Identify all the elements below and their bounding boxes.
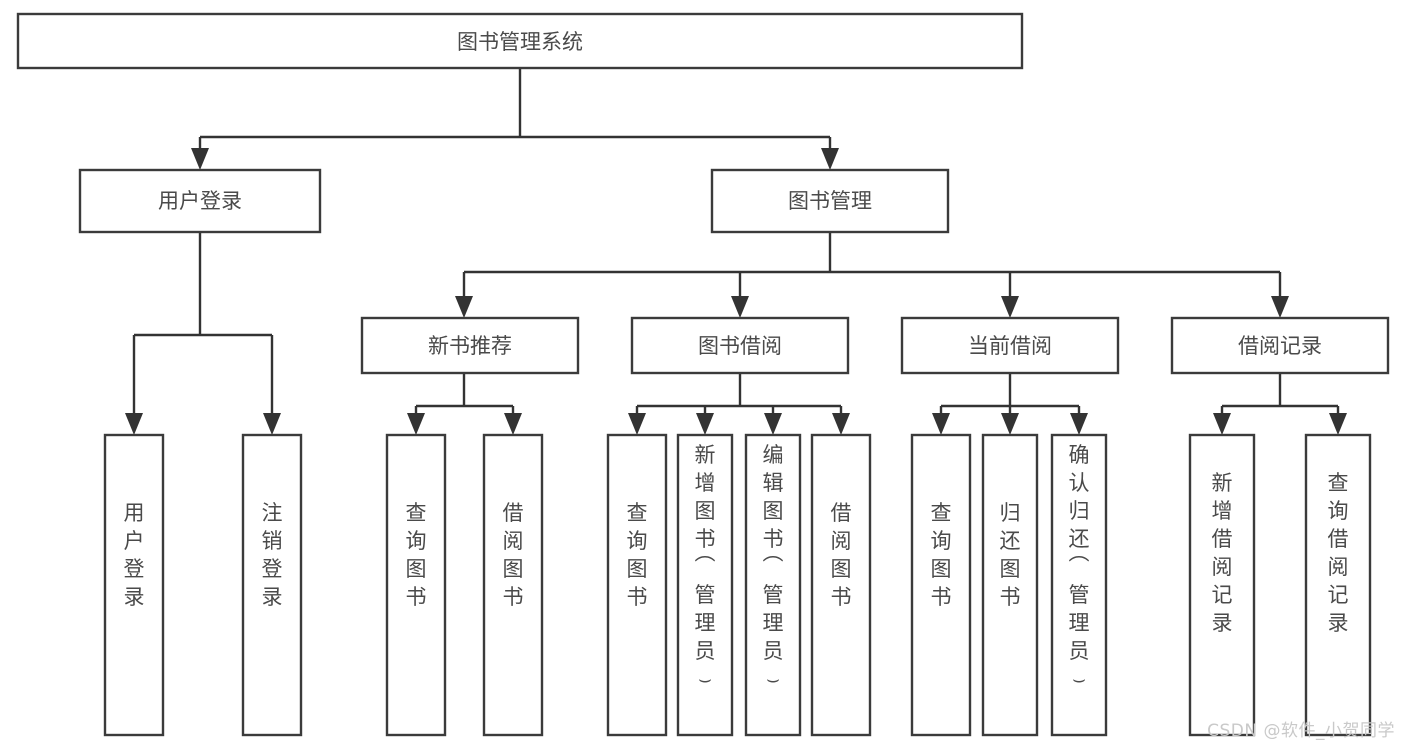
- connector-group-book-management: [455, 232, 1289, 318]
- arrow-head-leaf-query-record: [1329, 413, 1347, 435]
- node-leaf-add-book[interactable]: 新增图书⌒管理员⌣: [676, 433, 734, 737]
- node-leaf-query-record-box[interactable]: [1304, 433, 1372, 737]
- node-borrow-record-label: 借阅记录: [1238, 334, 1322, 358]
- node-leaf-query-book-3-label: 查询图书: [931, 501, 952, 609]
- arrow-head-leaf-edit-book: [764, 413, 782, 435]
- node-leaf-query-book-3[interactable]: 查询图书: [910, 433, 972, 737]
- node-leaf-logout-login-label: 注销登录: [262, 501, 283, 609]
- node-leaf-return-book[interactable]: 归还图书: [981, 433, 1039, 737]
- arrow-head-current-borrow: [1001, 296, 1019, 318]
- node-current-borrow-box[interactable]: [900, 316, 1120, 375]
- node-leaf-edit-book-label: 编辑图书⌒管理员⌣: [763, 443, 784, 691]
- node-borrow-record-box[interactable]: [1170, 316, 1390, 375]
- node-leaf-add-record[interactable]: 新增借阅记录: [1188, 433, 1256, 737]
- node-leaf-query-book-2-label: 查询图书: [627, 501, 648, 609]
- node-leaf-borrow-book-1[interactable]: 借阅图书: [482, 433, 544, 737]
- node-leaf-return-book-label: 归还图书: [1000, 501, 1021, 609]
- node-current-borrow[interactable]: 当前借阅: [900, 316, 1120, 375]
- connector-group-user-login: [125, 232, 281, 435]
- node-leaf-add-record-label: 新增借阅记录: [1212, 471, 1233, 635]
- node-leaf-user-login[interactable]: 用户登录: [103, 433, 165, 737]
- arrow-head-book-borrow: [731, 296, 749, 318]
- node-borrow-record[interactable]: 借阅记录: [1170, 316, 1390, 375]
- node-book-management[interactable]: 图书管理: [710, 168, 950, 234]
- arrow-head-leaf-query-book-3: [932, 413, 950, 435]
- arrow-head-book-management: [821, 148, 839, 170]
- node-leaf-query-book-2[interactable]: 查询图书: [606, 433, 668, 737]
- connector-group-current-borrow: [932, 373, 1088, 435]
- arrow-head-leaf-query-book-2: [628, 413, 646, 435]
- node-book-borrow-label: 图书借阅: [698, 334, 782, 358]
- arrow-head-leaf-query-book-1: [407, 413, 425, 435]
- node-leaf-query-book-1-label: 查询图书: [406, 501, 427, 609]
- node-user-login[interactable]: 用户登录: [78, 168, 322, 234]
- arrow-head-new-book-recommend: [455, 296, 473, 318]
- node-leaf-query-book-1[interactable]: 查询图书: [385, 433, 447, 737]
- node-user-login-box[interactable]: [78, 168, 322, 234]
- node-leaf-query-book-3-box[interactable]: [910, 433, 972, 737]
- arrow-head-leaf-borrow-book-2: [832, 413, 850, 435]
- node-leaf-add-record-box[interactable]: [1188, 433, 1256, 737]
- node-leaf-return-book-box[interactable]: [981, 433, 1039, 737]
- connector-group-new-book-recommend: [407, 373, 522, 435]
- node-root-box[interactable]: [16, 12, 1024, 70]
- connector-group-borrow-record: [1213, 373, 1347, 435]
- arrow-head-leaf-add-book: [696, 413, 714, 435]
- node-leaf-user-login-label: 用户登录: [124, 501, 145, 609]
- node-leaf-borrow-book-2-label: 借阅图书: [831, 501, 852, 609]
- node-user-login-label: 用户登录: [158, 189, 242, 213]
- arrow-head-user-login: [191, 148, 209, 170]
- node-leaf-add-book-label: 新增图书⌒管理员⌣: [695, 443, 716, 691]
- node-leaf-borrow-book-1-box[interactable]: [482, 433, 544, 737]
- node-leaf-edit-book[interactable]: 编辑图书⌒管理员⌣: [744, 433, 802, 737]
- node-book-management-box[interactable]: [710, 168, 950, 234]
- connector-group-root: [191, 68, 839, 170]
- arrow-head-leaf-borrow-book-1: [504, 413, 522, 435]
- node-leaf-logout-login-box[interactable]: [241, 433, 303, 737]
- node-root[interactable]: 图书管理系统: [16, 12, 1024, 70]
- node-leaf-confirm-return-label: 确认归还⌒管理员⌣: [1069, 443, 1090, 691]
- arrow-head-leaf-return-book: [1001, 413, 1019, 435]
- node-leaf-add-book-box[interactable]: [676, 433, 734, 737]
- node-leaf-borrow-book-2-box[interactable]: [810, 433, 872, 737]
- node-leaf-confirm-return[interactable]: 确认归还⌒管理员⌣: [1050, 433, 1108, 737]
- arrow-head-borrow-record: [1271, 296, 1289, 318]
- node-book-borrow[interactable]: 图书借阅: [630, 316, 850, 375]
- node-leaf-query-record[interactable]: 查询借阅记录: [1304, 433, 1372, 737]
- node-new-book-recommend-label: 新书推荐: [428, 334, 512, 358]
- node-new-book-recommend-box[interactable]: [360, 316, 580, 375]
- arrow-head-leaf-confirm-return: [1070, 413, 1088, 435]
- arrow-head-leaf-user-login: [125, 413, 143, 435]
- node-leaf-query-book-1-box[interactable]: [385, 433, 447, 737]
- arrow-head-leaf-add-record: [1213, 413, 1231, 435]
- node-book-management-label: 图书管理: [788, 189, 872, 213]
- node-leaf-edit-book-box[interactable]: [744, 433, 802, 737]
- node-book-borrow-box[interactable]: [630, 316, 850, 375]
- node-leaf-user-login-box[interactable]: [103, 433, 165, 737]
- node-leaf-borrow-book-2[interactable]: 借阅图书: [810, 433, 872, 737]
- node-leaf-query-record-label: 查询借阅记录: [1328, 471, 1349, 635]
- node-current-borrow-label: 当前借阅: [968, 334, 1052, 358]
- node-root-label: 图书管理系统: [457, 30, 583, 54]
- node-leaf-confirm-return-box[interactable]: [1050, 433, 1108, 737]
- connector-group-book-borrow: [628, 373, 850, 435]
- node-new-book-recommend[interactable]: 新书推荐: [360, 316, 580, 375]
- node-leaf-borrow-book-1-label: 借阅图书: [503, 501, 524, 609]
- arrow-head-leaf-logout-login: [263, 413, 281, 435]
- node-leaf-logout-login[interactable]: 注销登录: [241, 433, 303, 737]
- node-leaf-query-book-2-box[interactable]: [606, 433, 668, 737]
